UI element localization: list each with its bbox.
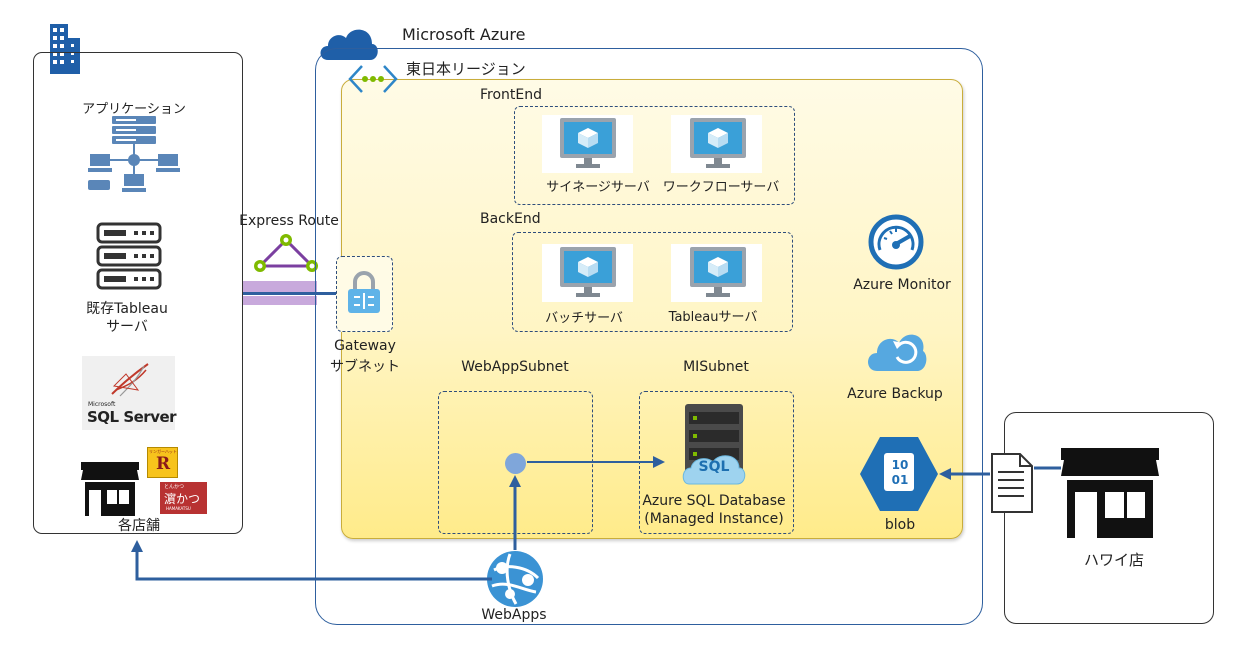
azure-backup-icon [868, 334, 927, 371]
batch-server-label: バッチサーバ [545, 311, 623, 326]
sqldb-label-2: (Managed Instance) [644, 511, 784, 527]
azure-title: Microsoft Azure [402, 25, 526, 44]
backend-subnet-box [512, 232, 793, 332]
blob-storage-icon [860, 437, 938, 511]
signage-server-label: サイネージサーバ [546, 180, 650, 195]
express-route-link [243, 292, 336, 295]
sql-icon-text: SQL [698, 459, 730, 475]
region-title: 東日本リージョン [406, 60, 526, 78]
application-network-icon [88, 116, 180, 192]
webapp-subnet-title: WebAppSubnet [461, 359, 569, 375]
tableau-vm-label: Tableauサーバ [668, 310, 758, 325]
document-icon [991, 453, 1033, 513]
sql-server-text: SQL Server [87, 408, 177, 426]
arrow-webapps-to-stores [131, 540, 492, 581]
sql-server-small-text: Microsoft [88, 401, 116, 408]
azure-container [315, 48, 983, 625]
hawaii-label: ハワイ店 [1083, 551, 1145, 569]
blob-label: blob [884, 517, 916, 533]
azure-backup-label: Azure Backup [847, 386, 943, 402]
vnet-icon [348, 65, 398, 93]
hawaii-store-icon [1061, 448, 1159, 538]
gateway-lock-icon [348, 271, 380, 313]
gateway-label-2: サブネット [330, 359, 400, 375]
store-icon [81, 462, 139, 516]
vnet-integration-node [505, 453, 526, 474]
workflow-server-label: ワークフローサーバ [662, 180, 780, 195]
onprem-container [33, 52, 243, 534]
stores-label: 各店舗 [118, 518, 160, 534]
frontend-subnet-box [514, 106, 795, 205]
sql-database-icon [682, 404, 746, 485]
sqldb-label-1: Azure SQL Database [642, 493, 786, 509]
azure-monitor-label: Azure Monitor [853, 277, 951, 293]
sql-server-glyph-icon [111, 363, 149, 397]
building-icon [50, 24, 80, 74]
hawaii-container [1004, 412, 1214, 624]
express-route-label: Express Route [239, 213, 339, 229]
webapps-label: WebApps [481, 607, 547, 623]
backend-title: BackEnd [480, 211, 541, 227]
application-label: アプリケーション [82, 102, 186, 117]
frontend-title: FrontEnd [480, 87, 543, 103]
sql-server-logo: Microsoft SQL Server [82, 356, 177, 430]
mi-subnet-title: MISubnet [683, 359, 749, 375]
blob-icon-line1: 10 [891, 458, 909, 472]
azure-monitor-icon [868, 214, 924, 270]
hamakatsu-badge: とんかつ 濵かつ HAMAKATSU [160, 482, 207, 514]
gateway-label-1: Gateway [334, 338, 396, 354]
webapps-icon [487, 551, 543, 607]
tableau-server-icon [96, 222, 162, 290]
tableau-label-1: 既存Tableau [86, 301, 168, 317]
blob-icon-line2: 01 [891, 473, 909, 487]
express-route-icon [254, 234, 318, 272]
express-route-band-bottom [243, 296, 317, 305]
tableau-label-2: サーバ [106, 319, 148, 335]
ringerhut-badge: リンガーハット R [147, 447, 178, 478]
express-route-band-top [243, 281, 317, 292]
